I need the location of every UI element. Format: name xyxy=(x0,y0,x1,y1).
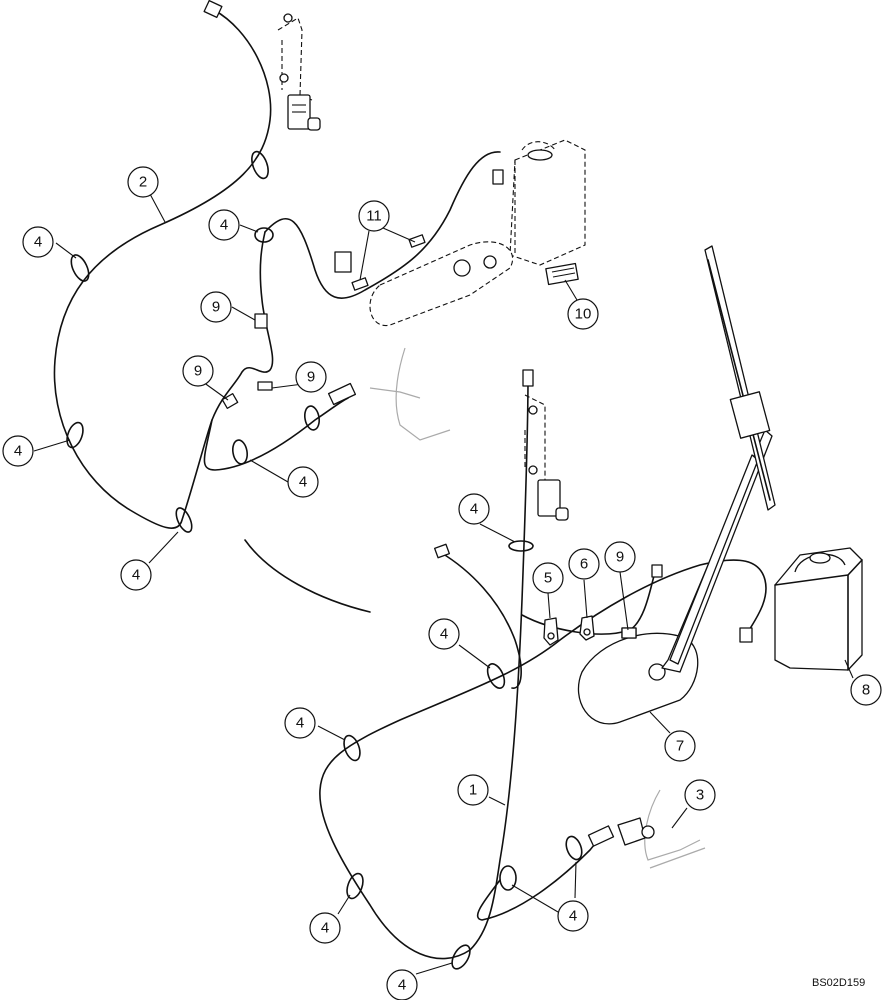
callout-label: 4 xyxy=(398,977,406,994)
callout-label: 2 xyxy=(139,174,147,191)
callout-item-4: 4 xyxy=(386,969,418,1000)
callout-item-11: 11 xyxy=(358,200,390,232)
callout-item-10: 10 xyxy=(567,298,599,330)
callout-item-4: 4 xyxy=(284,707,316,739)
callout-label: 7 xyxy=(676,738,684,755)
callout-item-4: 4 xyxy=(208,209,240,241)
callout-item-9: 9 xyxy=(604,541,636,573)
callout-label: 9 xyxy=(194,363,202,380)
callout-item-4: 4 xyxy=(2,435,34,467)
separator-arc xyxy=(244,539,371,613)
wiper-arm-blade xyxy=(661,245,776,673)
callout-label: 4 xyxy=(440,626,448,643)
callout-leaders xyxy=(33,193,854,975)
callout-item-4: 4 xyxy=(287,466,319,498)
callout-item-7: 7 xyxy=(664,730,696,762)
callout-item-1: 1 xyxy=(457,774,489,806)
callout-label: 4 xyxy=(220,217,228,234)
callout-label: 4 xyxy=(14,443,22,460)
callout-item-3: 3 xyxy=(684,779,716,811)
callout-label: 3 xyxy=(696,787,704,804)
callout-label: 9 xyxy=(212,299,220,316)
callout-item-9: 9 xyxy=(200,291,232,323)
clamps xyxy=(543,615,595,646)
callout-item-5: 5 xyxy=(532,562,564,594)
callout-label: 9 xyxy=(616,549,624,566)
callout-item-4: 4 xyxy=(557,900,589,932)
callout-label: 4 xyxy=(34,234,42,251)
upper-motor-bracket xyxy=(277,13,321,131)
callout-item-4: 4 xyxy=(309,912,341,944)
lower-harness xyxy=(319,369,767,960)
callout-item-2: 2 xyxy=(127,166,159,198)
callouts: 2 4 11 4 10 9 9 9 4 4 4 4 5 6 9 4 8 4 7 … xyxy=(2,166,882,1000)
drawing-code: BS02D159 xyxy=(812,977,865,989)
wiper-motor xyxy=(577,627,699,725)
callout-label: 4 xyxy=(321,920,329,937)
callout-item-4: 4 xyxy=(120,559,152,591)
lower-frame-ghost xyxy=(617,789,706,869)
callout-label: 5 xyxy=(544,570,552,587)
upper-frame-ghost xyxy=(327,347,451,441)
callout-item-9: 9 xyxy=(295,361,327,393)
callout-item-9: 9 xyxy=(182,355,214,387)
callout-item-6: 6 xyxy=(568,548,600,580)
callout-label: 4 xyxy=(470,501,478,518)
callout-label: 8 xyxy=(862,682,870,699)
callout-label: 1 xyxy=(469,782,477,799)
callout-label: 6 xyxy=(580,556,588,573)
callout-label: 9 xyxy=(307,369,315,386)
callout-item-4: 4 xyxy=(428,618,460,650)
cable-ties xyxy=(66,150,637,970)
upper-reservoir-ghost xyxy=(334,139,586,326)
lower-motor-bracket xyxy=(524,394,569,521)
upper-harness xyxy=(53,0,501,529)
callout-label: 4 xyxy=(299,474,307,491)
callout-label: 4 xyxy=(296,715,304,732)
callout-label: 4 xyxy=(132,567,140,584)
callout-item-4: 4 xyxy=(458,493,490,525)
callout-label: 11 xyxy=(366,208,382,225)
callout-label: 4 xyxy=(569,908,577,925)
washer-reservoir xyxy=(774,547,863,671)
callout-item-8: 8 xyxy=(850,674,882,706)
callout-label: 10 xyxy=(575,306,592,323)
callout-item-4: 4 xyxy=(22,226,54,258)
